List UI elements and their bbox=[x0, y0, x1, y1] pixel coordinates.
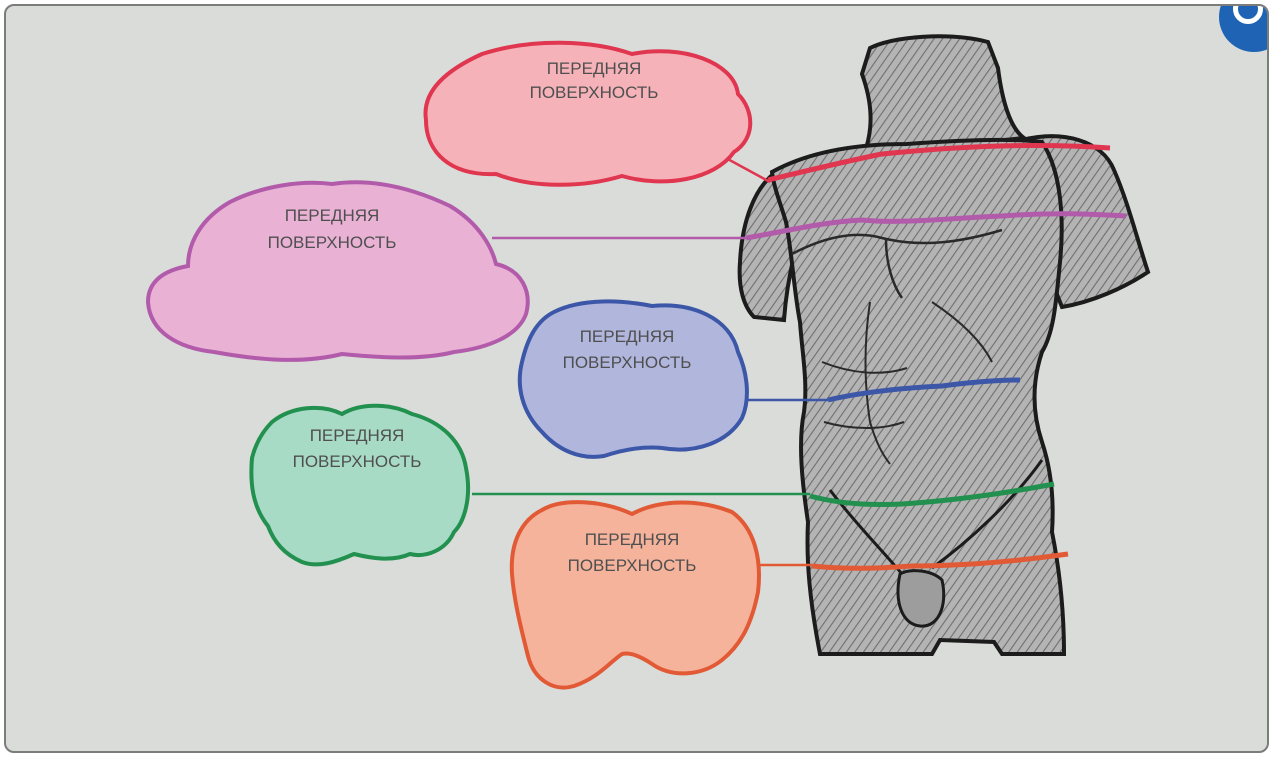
callout-pelvis: ПЕРЕДНЯЯ ПОВЕРХНОСТЬ bbox=[512, 502, 759, 687]
callout-chest-upper: ПЕРЕДНЯЯ ПОВЕРХНОСТЬ bbox=[425, 43, 750, 185]
callout-label-line1: ПЕРЕДНЯЯ bbox=[585, 530, 680, 549]
callout-label-line1: ПЕРЕДНЯЯ bbox=[580, 327, 675, 346]
callout-label-line1: ПЕРЕДНЯЯ bbox=[547, 59, 642, 78]
genital-contour bbox=[898, 571, 944, 627]
callout-label-line2: ПОВЕРХНОСТЬ bbox=[568, 556, 697, 575]
cross-section-shape bbox=[520, 301, 747, 456]
neck bbox=[862, 36, 1024, 154]
callout-label-line2: ПОВЕРХНОСТЬ bbox=[293, 452, 422, 471]
callout-label-line2: ПОВЕРХНОСТЬ bbox=[268, 233, 397, 252]
callout-label-line1: ПЕРЕДНЯЯ bbox=[310, 426, 405, 445]
callout-label-line1: ПЕРЕДНЯЯ bbox=[285, 206, 380, 225]
callout-waist: ПЕРЕДНЯЯ ПОВЕРХНОСТЬ bbox=[520, 301, 747, 456]
torso-figure bbox=[740, 36, 1148, 654]
callout-label-line2: ПОВЕРХНОСТЬ bbox=[563, 353, 692, 372]
callout-label-line2: ПОВЕРХНОСТЬ bbox=[530, 83, 659, 102]
cross-section-diagram: ПЕРЕДНЯЯ ПОВЕРХНОСТЬ ПЕРЕДНЯЯ ПОВЕРХНОСТ… bbox=[6, 6, 1269, 753]
callout-chest-lower: ПЕРЕДНЯЯ ПОВЕРХНОСТЬ bbox=[148, 182, 528, 360]
callout-hips: ПЕРЕДНЯЯ ПОВЕРХНОСТЬ bbox=[251, 406, 468, 565]
diagram-frame: ПЕРЕДНЯЯ ПОВЕРХНОСТЬ ПЕРЕДНЯЯ ПОВЕРХНОСТ… bbox=[4, 4, 1269, 753]
leader-chest-upper bbox=[724, 157, 770, 182]
